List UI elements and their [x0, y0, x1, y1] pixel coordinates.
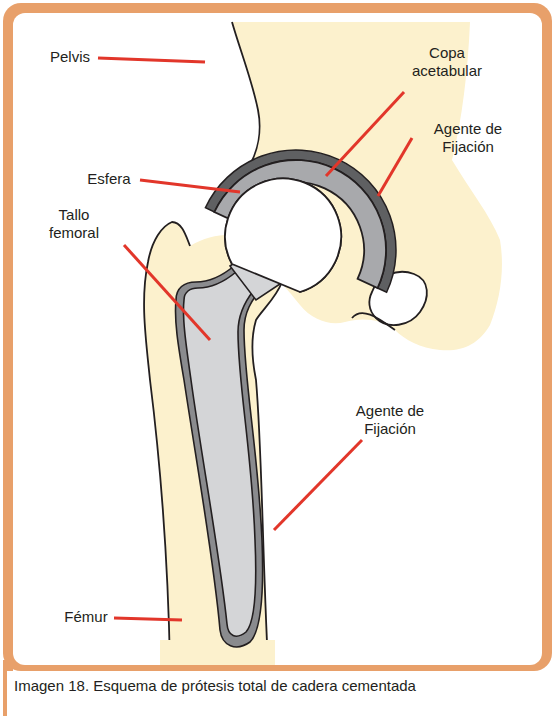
part-label: Copa acetabular — [392, 44, 502, 80]
figure-caption: Imagen 18. Esquema de prótesis total de … — [14, 677, 544, 695]
frame — [3, 3, 552, 671]
part-label: Esfera — [76, 170, 142, 188]
frame-inner — [13, 13, 542, 665]
femoral-stem — [183, 272, 255, 636]
stem-cement — [175, 266, 262, 647]
cup-cement — [205, 117, 429, 292]
part-label: Fémur — [58, 608, 114, 626]
leader-lines — [98, 58, 412, 620]
part-label: Pelvis — [40, 48, 100, 66]
caption-ground — [3, 671, 552, 716]
caption-bar — [3, 671, 7, 716]
part-label: Agente de Fijación — [340, 402, 440, 438]
part-label: Agente de Fijación — [418, 120, 518, 156]
part-label: Tallo femoral — [34, 206, 114, 242]
